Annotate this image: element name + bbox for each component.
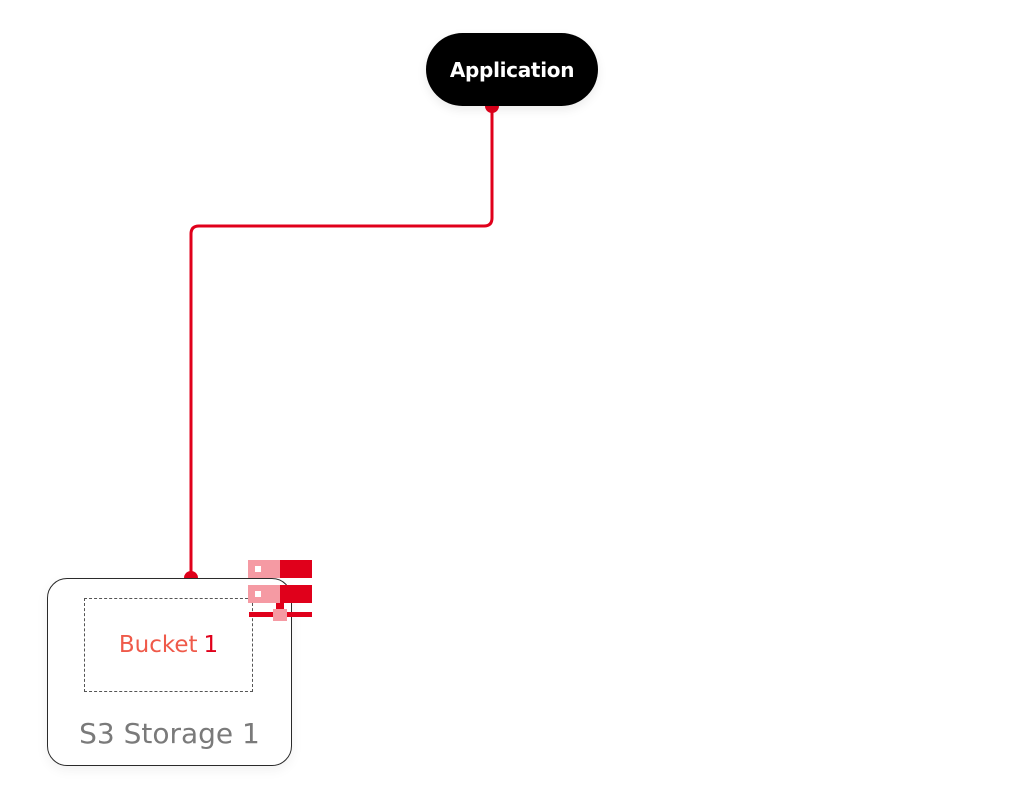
server-rack-icon — [248, 560, 312, 621]
application-node[interactable]: Application — [426, 33, 598, 106]
bucket-label: Bucket — [118, 632, 198, 658]
application-label: Application — [449, 57, 575, 82]
connector-line — [189, 106, 494, 578]
storage-title: S3 Storage 1 — [79, 717, 260, 750]
storage-node[interactable]: Bucket 1 S3 Storage 1 — [47, 578, 292, 766]
bucket-node[interactable]: Bucket 1 — [84, 598, 253, 692]
bucket-number: 1 — [203, 632, 219, 658]
